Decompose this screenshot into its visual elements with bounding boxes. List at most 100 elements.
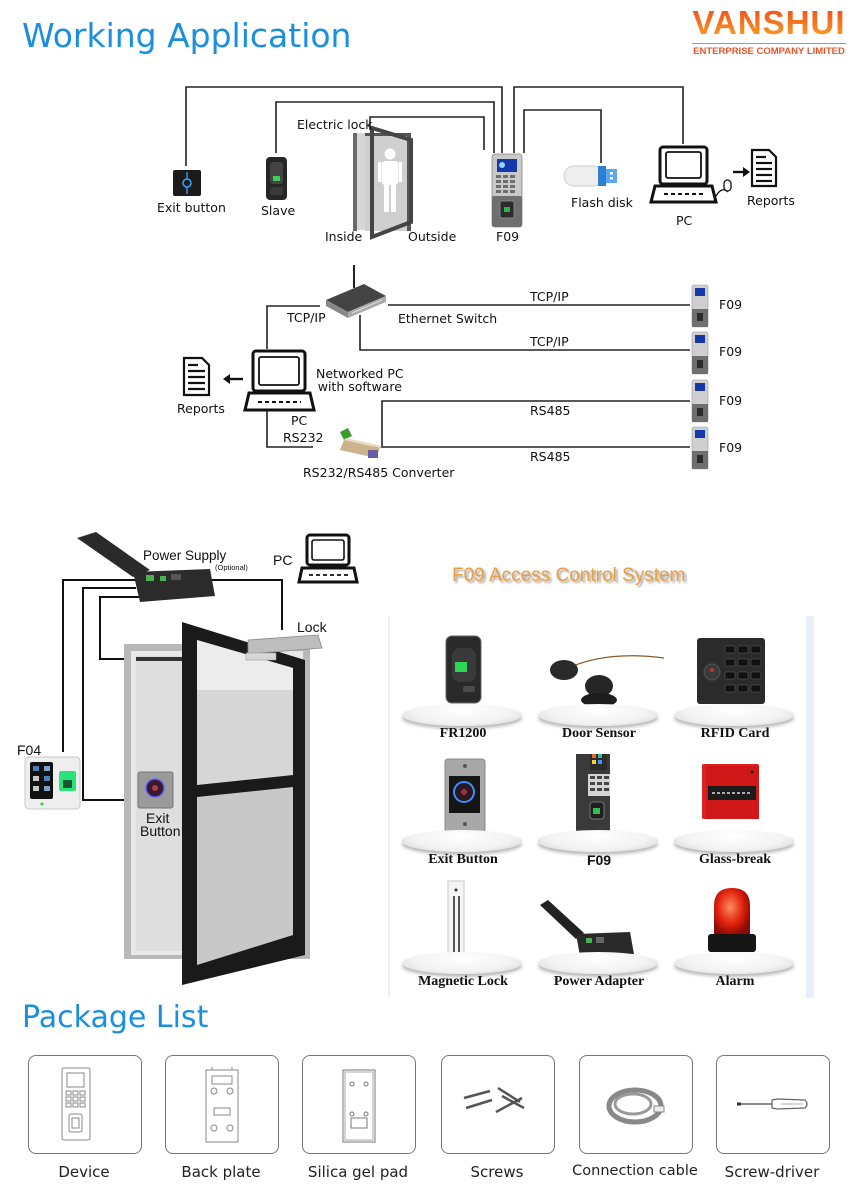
f09-device-1 [691,284,709,328]
acs-label-f09: F09 [586,852,612,868]
label-f04: F04 [17,742,42,758]
wire-flash-disk [523,109,602,163]
network-wires [266,304,690,448]
reports-document-icon [750,148,778,188]
screwdriver-icon [737,1098,808,1110]
acs-item-rfid-card: RFID Card [670,628,800,748]
door-wires [62,579,283,801]
link-2-device: F09 [719,344,743,359]
label-networked-pc-line1: Networked PC [316,366,404,381]
logo-tagline: ENTERPRISE COMPANY LIMITED [693,46,845,57]
acs-label-alarm: Alarm [715,974,755,989]
acs-item-f09: F09 [534,754,664,874]
person-silhouette-icon [378,148,402,212]
link-4-device: F09 [719,440,743,455]
arrow-right-icon [733,167,750,177]
alarm-siren-icon [708,888,756,952]
silica-gel-pad-icon [342,1069,376,1143]
wire-power-frame [99,596,140,660]
label-outside: Outside [408,229,457,244]
access-control-panel: FR1200 Door Sensor RFID Card [388,616,814,998]
package-label-connection-cable: Connection cable [572,1163,698,1179]
label-ethernet-switch: Ethernet Switch [398,311,498,326]
wire-pc-switch [266,305,320,349]
pedestal [538,830,658,852]
wire-switch-f09-2 [359,315,690,351]
package-label-back-plate: Back plate [181,1163,261,1181]
glass-break-icon [702,764,759,819]
label-power-supply: Power Supply [143,548,227,563]
logo-divider [692,43,846,44]
label-network-pc: PC [291,413,308,428]
label-networked-pc: Networked PC with software [316,367,404,393]
exit-button-icon [444,758,486,834]
f09-device-4 [691,426,709,470]
acs-item-exit-button: Exit Button [398,754,528,874]
wire-power-lock [212,579,283,630]
rfid-keypad-icon [697,638,765,704]
package-label-screws: Screws [470,1163,524,1181]
network-wiring-diagram [182,265,709,470]
cable-icon [606,1087,665,1125]
door-sensor-icon [550,655,664,707]
wire-electric-lock [369,116,485,150]
label-slave: Slave [261,203,296,218]
reports-document-icon-network [182,356,211,397]
label-network-reports: Reports [177,401,225,416]
pc-icon [649,145,732,204]
arrow-left-icon [223,374,243,384]
package-item-device [28,1055,142,1154]
rs232-rs485-converter-icon [340,428,382,458]
acs-item-power-adapter: Power Adapter [534,876,664,996]
wire-exit-button [185,86,503,166]
pedestal [402,830,522,852]
wire-slave [275,101,495,153]
link-3-device: F09 [719,393,743,408]
pedestal [402,704,522,726]
link-1-device: F09 [719,297,743,312]
acs-item-door-sensor: Door Sensor [534,628,664,748]
pedestal [402,952,522,974]
label-door-exit-line2: Button [140,823,181,839]
label-exit-button: Exit button [157,200,226,215]
wire-pc-converter [266,410,313,448]
wire-pc [513,86,684,153]
acs-item-alarm: Alarm [670,876,800,996]
f09-device-3 [691,379,709,423]
logo-wordmark: VANSHUI [688,6,850,40]
exit-button-icon [173,170,201,196]
power-supply-icon [77,532,215,602]
power-adapter-icon [540,900,634,956]
label-rs232: RS232 [283,430,324,445]
acs-label-magnetic-lock: Magnetic Lock [418,974,508,989]
door-installation-diagram [24,532,359,985]
package-label-device: Device [58,1163,110,1181]
open-door [182,622,305,985]
acs-label-glass-break: Glass-break [698,852,772,867]
acs-item-glass-break: Glass-break [670,754,800,874]
label-converter: RS232/RS485 Converter [303,465,455,480]
package-label-silica-gel-pad: Silica gel pad [307,1163,409,1181]
electric-lock-icon [245,634,323,661]
networked-pc-icon [243,349,316,412]
package-item-back-plate [165,1055,279,1154]
label-pc: PC [676,213,693,228]
pedestal [674,830,794,852]
package-item-connection-cable [579,1055,693,1154]
wire-power-f04 [62,579,136,752]
vanshui-logo: VANSHUI ENTERPRISE COMPANY LIMITED [688,6,850,57]
access-control-title: F09 Access Control System [452,565,686,586]
fingerprint-reader-icon [445,635,482,704]
label-door-pc: PC [273,552,293,568]
back-plate-icon [205,1067,239,1143]
device-outline-icon [61,1067,91,1141]
label-inside: Inside [325,229,363,244]
ethernet-switch-icon [326,265,386,318]
section-title-package-list: Package List [22,1000,209,1035]
acs-item-magnetic-lock: Magnetic Lock [398,876,528,996]
label-lock: Lock [297,619,327,635]
acs-item-fr1200: FR1200 [398,628,528,748]
link-1-protocol: TCP/IP [530,289,569,304]
pedestal [674,704,794,726]
section-title-working-application: Working Application [22,16,352,55]
